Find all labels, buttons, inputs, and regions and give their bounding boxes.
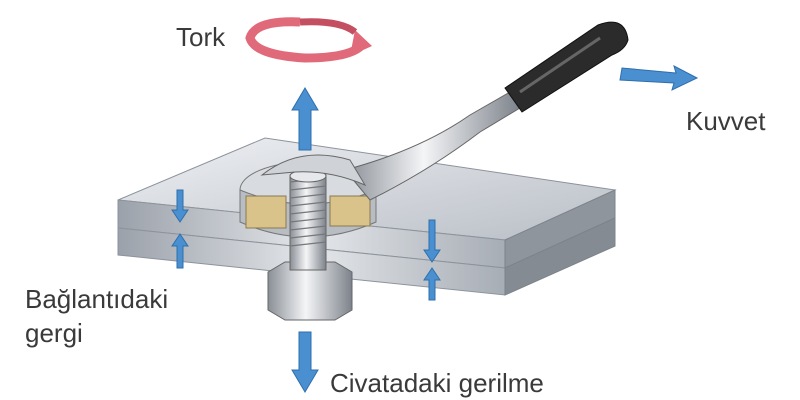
clamp-arrow-left-bottom-icon (171, 233, 189, 269)
clamp-arrow-left-top-icon (171, 189, 189, 223)
bolt-head (267, 261, 353, 321)
force-label: Kuvvet (686, 106, 766, 136)
clamp-arrow-right-top-icon (423, 219, 441, 263)
force-arrow-icon (619, 65, 699, 91)
clamp-arrow-right-bottom-icon (423, 267, 441, 301)
arrow-down-icon (291, 331, 319, 393)
bolt-tension-label: Civatadaki gerilme (330, 368, 544, 398)
torque-label: Tork (176, 22, 226, 52)
torque-arrow (245, 17, 372, 63)
clamp-label-line2: gergi (25, 318, 83, 348)
bolt-shank (289, 169, 327, 271)
wrench (260, 21, 629, 201)
clamp-label-line1: Bağlantıdaki (25, 284, 169, 314)
arrow-up-icon (291, 87, 319, 151)
